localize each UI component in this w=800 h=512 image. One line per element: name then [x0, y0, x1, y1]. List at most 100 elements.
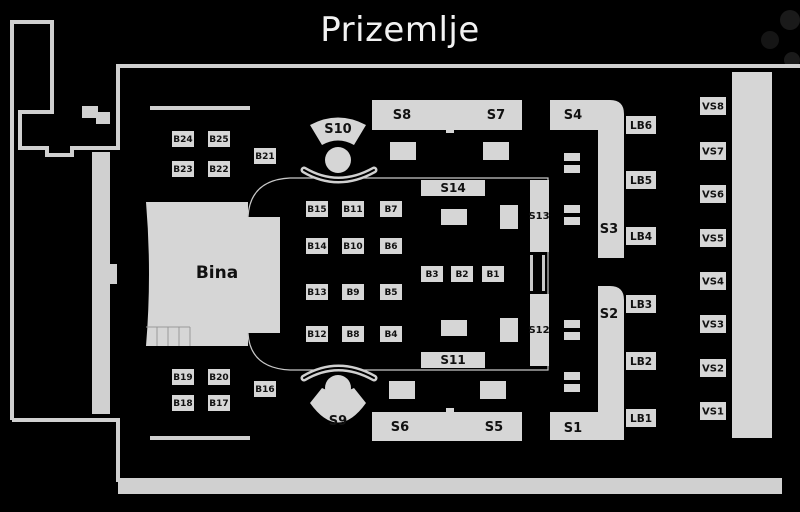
- booth-b7-box: [380, 201, 402, 217]
- section-s7-label[interactable]: S7: [487, 108, 505, 123]
- booth-b15[interactable]: B15: [306, 201, 328, 217]
- booth-b8[interactable]: B8: [342, 326, 364, 342]
- section-s9[interactable]: S9: [310, 388, 366, 429]
- bar-stools: [564, 153, 580, 392]
- booth-b8-label: B8: [346, 330, 359, 340]
- booth-b12-box: [306, 326, 328, 342]
- stage[interactable]: Bina: [146, 202, 280, 346]
- booth-b19[interactable]: B19: [172, 369, 194, 385]
- vip-vs2-box: [700, 359, 726, 377]
- right-wall-panel: [732, 72, 772, 438]
- booth-b14[interactable]: B14: [306, 238, 328, 254]
- section-s10[interactable]: S10: [310, 117, 366, 146]
- booth-b6[interactable]: B6: [380, 238, 402, 254]
- section-s6[interactable]: S6: [372, 412, 522, 441]
- vip-vs4[interactable]: VS4: [700, 272, 726, 290]
- booth-b5-label: B5: [384, 288, 397, 298]
- vip-vs1-label: VS1: [702, 407, 724, 418]
- s10-pillar: [325, 147, 351, 173]
- booth-b20-box: [208, 369, 230, 385]
- vip-vs7[interactable]: VS7: [700, 142, 726, 160]
- booth-b19-label: B19: [173, 373, 192, 383]
- booth-b17[interactable]: B17: [208, 395, 230, 411]
- vip-vs5[interactable]: VS5: [700, 229, 726, 247]
- booth-b10[interactable]: B10: [342, 238, 364, 254]
- lounge-lb1[interactable]: LB1: [626, 409, 656, 427]
- booth-b21-box: [254, 148, 276, 164]
- booth-b7[interactable]: B7: [380, 201, 402, 217]
- booth-b3[interactable]: B3: [421, 266, 443, 282]
- vip-vs8-label: VS8: [702, 102, 724, 113]
- vip-vs1[interactable]: VS1: [700, 402, 726, 420]
- section-s4-label: S4: [564, 108, 582, 123]
- inner-walls: [82, 106, 250, 440]
- section-s14[interactable]: S14: [421, 180, 485, 196]
- vip-vs7-box: [700, 142, 726, 160]
- booth-b5[interactable]: B5: [380, 284, 402, 300]
- booth-b24-box: [172, 131, 194, 147]
- booth-b13-box: [306, 284, 328, 300]
- lounge-lb6[interactable]: LB6: [626, 116, 656, 134]
- section-s8-label: S8: [393, 108, 411, 123]
- booth-b24-label: B24: [173, 135, 192, 145]
- section-s11-label: S11: [440, 353, 465, 367]
- section-s14-label: S14: [440, 181, 465, 195]
- section-s11[interactable]: S11: [421, 352, 485, 368]
- booth-b13[interactable]: B13: [306, 284, 328, 300]
- vip-vs2[interactable]: VS2: [700, 359, 726, 377]
- booth-b24[interactable]: B24: [172, 131, 194, 147]
- bottom-wall: [118, 478, 782, 494]
- booth-b22[interactable]: B22: [208, 161, 230, 177]
- s10-rail: [300, 166, 378, 184]
- booth-b19-box: [172, 369, 194, 385]
- vip-vs6-box: [700, 185, 726, 203]
- vip-vs6[interactable]: VS6: [700, 185, 726, 203]
- lounge-lb4[interactable]: LB4: [626, 227, 656, 245]
- booth-b1[interactable]: B1: [482, 266, 504, 282]
- booth-b21-label: B21: [255, 152, 274, 162]
- lounge-lb5[interactable]: LB5: [626, 171, 656, 189]
- booth-b11-label: B11: [343, 205, 362, 215]
- booth-b4[interactable]: B4: [380, 326, 402, 342]
- section-s8[interactable]: S8: [372, 100, 522, 130]
- booth-b11[interactable]: B11: [342, 201, 364, 217]
- lounge-lb6-box: [626, 116, 656, 134]
- booth-b9[interactable]: B9: [342, 284, 364, 300]
- lounge-lb3[interactable]: LB3: [626, 295, 656, 313]
- booth-b23-label: B23: [173, 165, 192, 175]
- booth-b12[interactable]: B12: [306, 326, 328, 342]
- vip-vs8[interactable]: VS8: [700, 97, 726, 115]
- booth-b18-label: B18: [173, 399, 192, 409]
- vip-vs3[interactable]: VS3: [700, 315, 726, 333]
- lounge-lb2-box: [626, 352, 656, 370]
- vip-vs3-box: [700, 315, 726, 333]
- section-s5-label[interactable]: S5: [485, 420, 503, 435]
- lounge-lb2[interactable]: LB2: [626, 352, 656, 370]
- section-s13[interactable]: S13: [528, 180, 550, 252]
- section-s4[interactable]: S4: [550, 100, 624, 258]
- section-s12[interactable]: S12: [528, 294, 550, 366]
- booth-b25-box: [208, 131, 230, 147]
- lounge-lb3-label: LB3: [630, 299, 652, 311]
- booth-b17-box: [208, 395, 230, 411]
- booth-b2-label: B2: [455, 270, 468, 280]
- section-s2[interactable]: S2: [550, 286, 624, 440]
- booth-b20[interactable]: B20: [208, 369, 230, 385]
- booth-b8-box: [342, 326, 364, 342]
- booth-b18[interactable]: B18: [172, 395, 194, 411]
- booth-b21[interactable]: B21: [254, 148, 276, 164]
- lounge-lb2-label: LB2: [630, 356, 652, 368]
- booth-b25[interactable]: B25: [208, 131, 230, 147]
- section-s3-label[interactable]: S3: [600, 222, 618, 237]
- section-s1-label[interactable]: S1: [564, 421, 582, 436]
- booth-b15-box: [306, 201, 328, 217]
- booth-b2[interactable]: B2: [451, 266, 473, 282]
- booth-b7-label: B7: [384, 205, 397, 215]
- booth-b23[interactable]: B23: [172, 161, 194, 177]
- booth-b16-label: B16: [255, 385, 274, 395]
- booth-b22-box: [208, 161, 230, 177]
- booth-b16[interactable]: B16: [254, 381, 276, 397]
- booth-b1-box: [482, 266, 504, 282]
- vip-vs8-box: [700, 97, 726, 115]
